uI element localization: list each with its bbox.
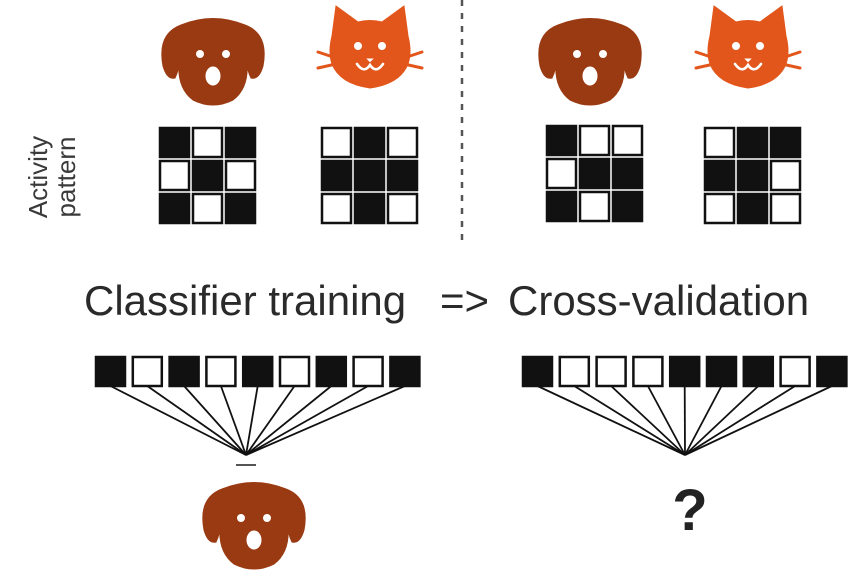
active-voxel (353, 159, 386, 192)
activity-label-line2: pattern (51, 137, 81, 218)
active-voxel (736, 126, 769, 159)
fan-line (684, 385, 723, 456)
pattern-grid-training-cat (320, 126, 419, 225)
active-voxel (158, 126, 191, 159)
fan-line (245, 385, 296, 456)
fan-line (537, 385, 686, 456)
inactive-voxel (320, 192, 353, 225)
inactive-voxel (578, 190, 611, 223)
inactive-voxel (131, 355, 164, 388)
active-voxel (386, 159, 419, 192)
inactive-voxel (386, 126, 419, 159)
active-voxel (521, 355, 554, 388)
fan-line (245, 385, 369, 456)
inactive-voxel (595, 355, 627, 388)
inactive-voxel (703, 192, 736, 225)
fan-line (245, 385, 332, 456)
feature-vector-training (94, 355, 421, 388)
activity-label-line1: Activity (23, 136, 53, 218)
active-voxel (742, 355, 775, 388)
cat-face-icon (316, 4, 424, 90)
active-voxel (578, 157, 611, 190)
cross-validation-label: Cross-validation (508, 277, 809, 324)
fan-line (146, 385, 247, 456)
inactive-voxel (205, 355, 237, 388)
inactive-voxel (611, 124, 644, 157)
inactive-voxel (632, 355, 664, 388)
dog-face-icon (161, 18, 265, 106)
active-voxel (191, 159, 224, 192)
active-voxel (736, 192, 769, 225)
active-voxel (769, 126, 802, 159)
fan-line (183, 385, 247, 456)
inactive-voxel (158, 159, 191, 192)
pattern-grid-test-cat (703, 126, 802, 225)
active-voxel (224, 126, 257, 159)
inactive-voxel (545, 157, 578, 190)
fan-line (647, 385, 686, 456)
feature-vector-test (521, 355, 848, 388)
active-voxel (241, 355, 274, 388)
active-voxel (389, 355, 421, 388)
active-voxel (703, 159, 736, 192)
inactive-voxel (578, 124, 611, 157)
inactive-voxel (352, 355, 384, 388)
active-voxel (158, 192, 191, 225)
fan-line (573, 385, 686, 456)
pattern-grid-test-dog (545, 124, 644, 223)
active-voxel (611, 190, 644, 223)
inactive-voxel (191, 126, 224, 159)
active-voxel (736, 159, 769, 192)
active-voxel (668, 355, 701, 388)
active-voxel (705, 355, 738, 388)
fan-line (220, 385, 247, 456)
dog-face-icon (538, 18, 642, 106)
inactive-voxel (779, 355, 811, 388)
fan-lines-training (110, 385, 406, 456)
fan-line (684, 385, 796, 456)
inactive-voxel (769, 159, 802, 192)
active-voxel (816, 355, 848, 388)
fan-lines-test (537, 385, 833, 456)
active-voxel (545, 190, 578, 223)
inactive-voxel (224, 159, 257, 192)
active-voxel (168, 355, 200, 388)
inactive-voxel (386, 192, 419, 225)
inactive-voxel (703, 126, 736, 159)
question-mark: ? (672, 478, 707, 543)
pattern-grid-training-dog (158, 126, 257, 225)
fan-line (245, 385, 259, 456)
inactive-voxel (769, 192, 802, 225)
active-voxel (94, 355, 127, 388)
dog-face-icon (202, 482, 306, 570)
active-voxel (224, 192, 257, 225)
arrow-label: => (440, 277, 489, 324)
active-voxel (353, 126, 386, 159)
fan-line (684, 385, 833, 456)
active-voxel (315, 355, 348, 388)
active-voxel (545, 124, 578, 157)
active-voxel (353, 192, 386, 225)
fan-line (610, 385, 686, 456)
inactive-voxel (191, 192, 224, 225)
fan-line (110, 385, 247, 456)
activity-pattern-label: Activity pattern (23, 136, 81, 218)
active-voxel (611, 157, 644, 190)
inactive-voxel (278, 355, 311, 388)
fan-line (245, 385, 406, 456)
inactive-voxel (320, 126, 353, 159)
fan-line (684, 385, 759, 456)
classifier-training-label: Classifier training (84, 277, 406, 324)
cat-face-icon (694, 4, 802, 90)
inactive-voxel (558, 355, 591, 388)
active-voxel (320, 159, 353, 192)
